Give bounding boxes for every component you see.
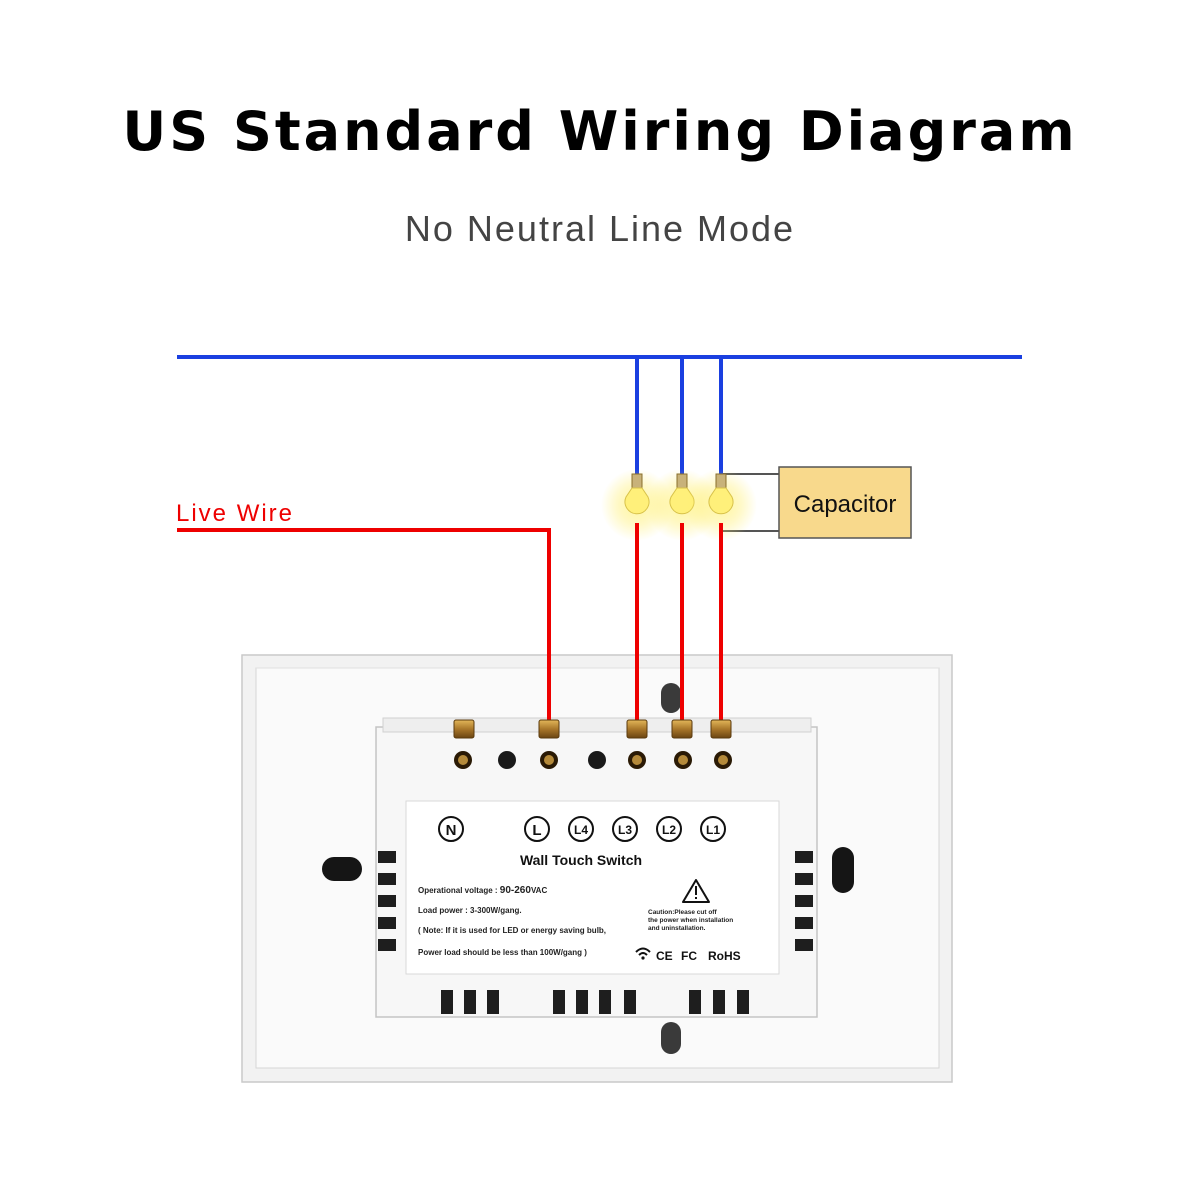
terminal-badge-l2: L2: [656, 816, 682, 842]
screw-terminal-n: [453, 719, 475, 739]
warning-icon: [682, 879, 710, 903]
vent-right: [795, 851, 813, 951]
live-wires: [177, 523, 723, 722]
load-power: Load power : 3-300W/gang.: [418, 906, 522, 915]
terminal-badge-l3: L3: [612, 816, 638, 842]
terminal-text-l: L: [532, 822, 541, 839]
capacitor-box: [778, 466, 912, 539]
voltage-label-text: Operational voltage :: [418, 886, 500, 895]
vent-left: [378, 851, 396, 951]
wifi-icon: [635, 947, 651, 960]
capacitor-label: Capacitor: [794, 491, 897, 518]
note-line-2: Power load should be less than 100W/gang…: [418, 948, 587, 957]
product-name: Wall Touch Switch: [520, 852, 642, 868]
voltage-unit: VAC: [531, 886, 548, 895]
bulb-3: [685, 469, 757, 541]
terminal-text-l4: L4: [574, 823, 588, 837]
live-wire-label: Live Wire: [176, 500, 294, 527]
screw-terminal-l: [538, 719, 560, 739]
capacitor: Capacitor: [723, 466, 912, 539]
mounting-slot-top: [661, 683, 681, 713]
terminal-badge-n: N: [438, 816, 464, 842]
cert-ce: CE: [656, 949, 673, 963]
terminal-text-l1: L1: [706, 823, 720, 837]
vent-bottom: [441, 990, 749, 1014]
screw-terminal-l3: [626, 719, 648, 739]
note-line-1: ( Note: If it is used for LED or energy …: [418, 926, 606, 935]
caution-line-2: the power when installation: [648, 917, 733, 924]
screw-terminals: [453, 719, 732, 739]
terminal-text-l2: L2: [662, 823, 676, 837]
terminal-badges: N L L4 L3 L2 L1: [438, 816, 726, 842]
neutral-wires: [177, 355, 1022, 480]
caution-line-3: and uninstallation.: [648, 925, 706, 932]
mounting-slot-left: [322, 857, 362, 881]
voltage-label: Operational voltage : 90-260VAC: [418, 885, 547, 896]
cert-rohs: RoHS: [708, 949, 741, 963]
screw-terminal-l1: [710, 719, 732, 739]
diagram-subtitle: No Neutral Line Mode: [404, 208, 796, 249]
cert-fc: FC: [681, 949, 697, 963]
screw-terminal-l2: [671, 719, 693, 739]
terminal-badge-l1: L1: [700, 816, 726, 842]
live-feed-wire: [177, 528, 551, 722]
terminal-badge-l4: L4: [568, 816, 594, 842]
mounting-slot-right: [832, 847, 854, 893]
terminal-badge-l: L: [524, 816, 550, 842]
terminal-text-l3: L3: [618, 823, 632, 837]
mounting-slot-bottom: [661, 1022, 681, 1054]
diagram-title: US Standard Wiring Diagram: [122, 100, 1078, 163]
terminal-holes: [454, 751, 732, 769]
caution-line-1: Caution:Please cut off: [648, 909, 717, 916]
terminal-text-n: N: [446, 822, 457, 839]
voltage-value: 90-260: [500, 885, 532, 896]
